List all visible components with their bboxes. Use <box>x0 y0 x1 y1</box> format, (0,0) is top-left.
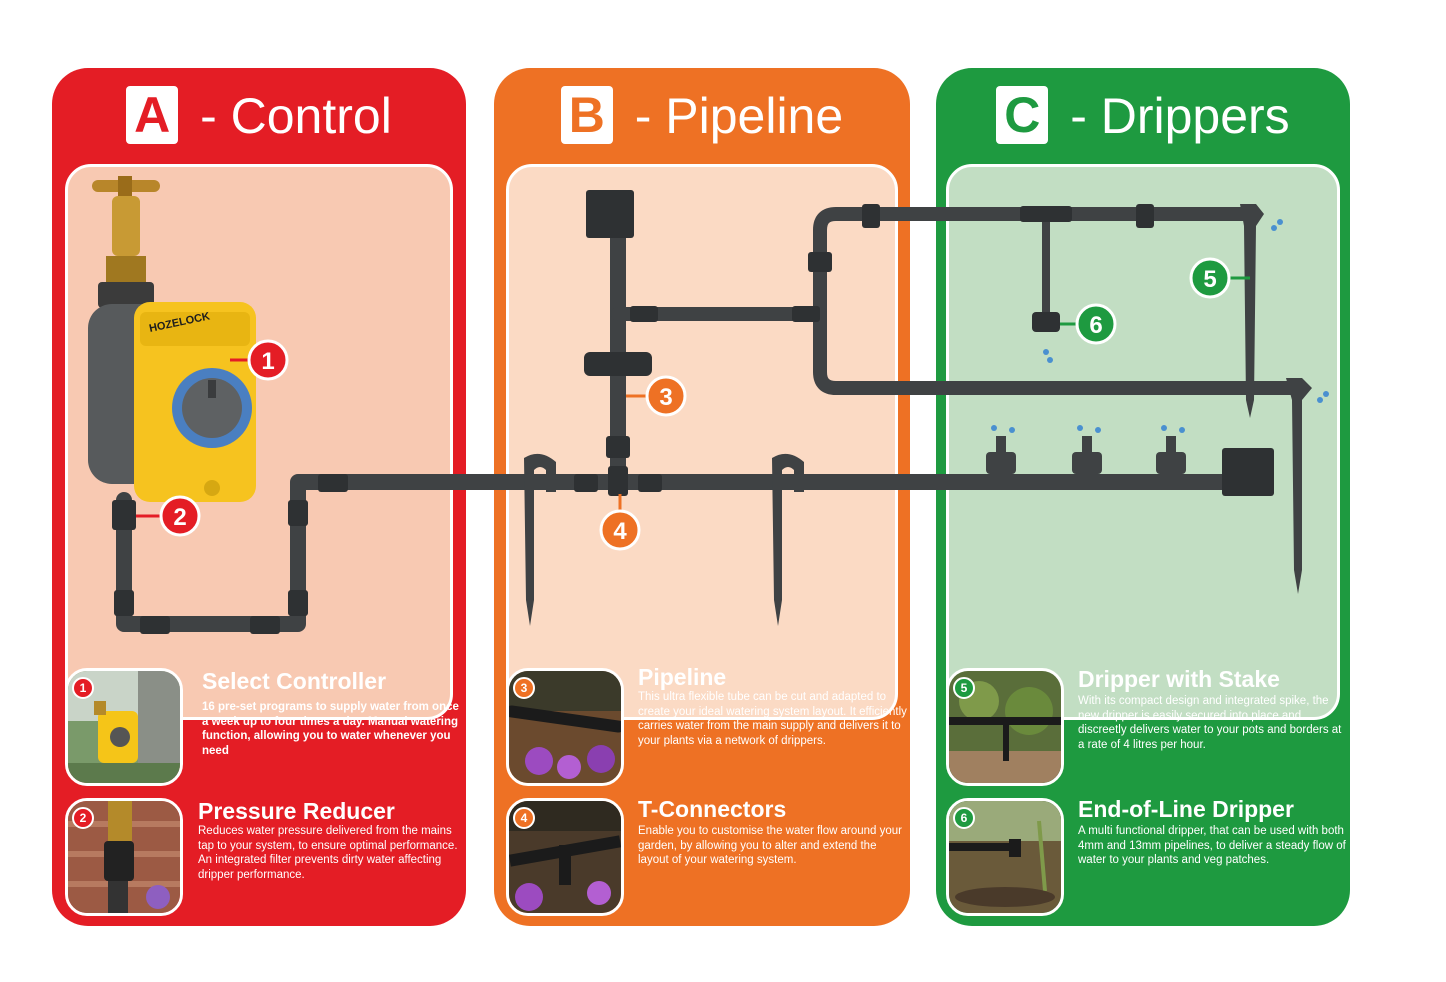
item-pressure-reducer: 2 Pressure Reducer Reduces water pressur… <box>65 798 465 918</box>
marker-6: 6 <box>1060 303 1117 345</box>
item-title: Dripper with Stake <box>1078 666 1280 692</box>
inline-drippers <box>986 436 1186 488</box>
item-number-badge: 5 <box>953 677 975 699</box>
marker-4: 4 <box>599 494 641 551</box>
water-drop-icons <box>991 219 1329 433</box>
item-description: This ultra flexible tube can be cut and … <box>638 691 907 747</box>
item-select-controller: 1 Select Controller 16 pre-set programs … <box>65 668 465 788</box>
pressure-reducer-photo: 2 <box>65 798 183 916</box>
water-timer-controller: HOZELOCK <box>88 302 256 502</box>
panel-drippers: C - Drippers 5 Dripper with Stake With i… <box>936 68 1350 926</box>
t-connector-photo: 4 <box>506 798 624 916</box>
marker-3: 3 <box>626 375 687 417</box>
item-number-badge: 2 <box>72 807 94 829</box>
item-title: Select Controller <box>202 668 387 694</box>
item-t-connectors: 4 T-Connectors Enable you to customise t… <box>506 796 910 918</box>
panel-letter-a: A <box>126 86 179 144</box>
marker-4-label: 4 <box>613 518 627 545</box>
panel-title-text-c: - Drippers <box>1056 88 1290 144</box>
item-title: T-Connectors <box>638 796 787 822</box>
dripper-with-stake-icon <box>1240 204 1312 594</box>
item-title: Pressure Reducer <box>198 798 395 824</box>
item-pipeline: 3 Pipeline This ultra flexible tube can … <box>506 664 910 788</box>
item-description: Enable you to customise the water flow a… <box>638 825 903 866</box>
item-number-badge: 6 <box>953 807 975 829</box>
item-description: Reduces water pressure delivered from th… <box>198 825 458 881</box>
diagram-area-drippers <box>946 164 1340 720</box>
dripper-stake-photo: 5 <box>946 668 1064 786</box>
controller-photo: 1 <box>65 668 183 786</box>
pipeline-fittings <box>112 190 1274 634</box>
marker-5: 5 <box>1189 257 1250 299</box>
item-description: With its compact design and integrated s… <box>1078 695 1342 751</box>
item-number-badge: 1 <box>72 677 94 699</box>
marker-3-label: 3 <box>659 384 672 411</box>
tap-icon <box>92 176 160 308</box>
marker-6-label: 6 <box>1089 312 1102 339</box>
item-number-badge: 4 <box>513 807 535 829</box>
end-of-line-dripper-photo: 6 <box>946 798 1064 916</box>
marker-5-label: 5 <box>1203 266 1216 293</box>
pipeline-tubes <box>116 207 1303 632</box>
item-number-badge: 3 <box>513 677 535 699</box>
pipeline-photo: 3 <box>506 668 624 786</box>
panel-letter-c: C <box>996 86 1049 144</box>
item-description: A multi functional dripper, that can be … <box>1078 825 1346 866</box>
item-description: 16 pre-set programs to supply water from… <box>202 701 459 757</box>
marker-1: 1 <box>230 339 289 381</box>
ground-stakes <box>524 453 804 626</box>
panel-letter-b: B <box>560 86 613 144</box>
item-title: End-of-Line Dripper <box>1078 796 1294 822</box>
item-end-of-line-dripper: 6 End-of-Line Dripper A multi functional… <box>946 796 1350 918</box>
panel-title-text-b: - Pipeline <box>620 88 844 144</box>
panel-title-pipeline: B - Pipeline <box>494 86 910 146</box>
marker-2: 2 <box>136 495 201 537</box>
item-title: Pipeline <box>638 664 727 690</box>
panel-title-text-a: - Control <box>186 88 392 144</box>
panel-title-control: A - Control <box>52 86 466 146</box>
marker-2-label: 2 <box>173 504 186 531</box>
diagram-area-pipeline <box>506 164 898 720</box>
panel-title-drippers: C - Drippers <box>936 86 1350 146</box>
panel-pipeline: B - Pipeline 3 Pipeline This ultra flexi… <box>494 68 910 926</box>
marker-1-label: 1 <box>261 348 274 375</box>
item-dripper-with-stake: 5 Dripper with Stake With its compact de… <box>946 666 1350 788</box>
